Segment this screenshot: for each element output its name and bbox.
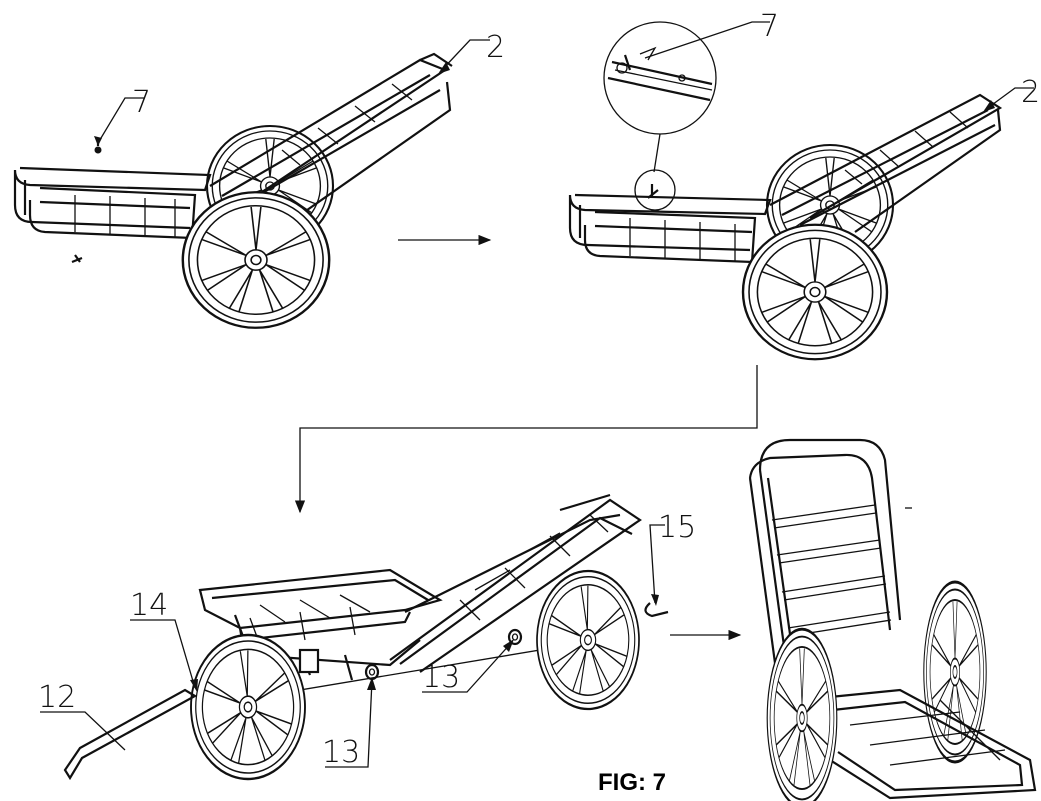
figure-caption: FIG: 7: [598, 769, 666, 796]
axle-rod: [63, 688, 198, 781]
svg-text:12: 12: [38, 680, 76, 715]
step4-cart-assembled: [748, 438, 1037, 801]
svg-text:2: 2: [486, 30, 505, 65]
latch-part: [71, 140, 102, 264]
callout-13-right: 13: [422, 639, 514, 695]
svg-text:13: 13: [322, 735, 360, 770]
lynch-pin: [644, 602, 669, 618]
step1-cart-folded: [13, 52, 453, 330]
callout-7-step1: 7: [94, 85, 151, 146]
svg-text:14: 14: [130, 588, 168, 623]
callout-15: 15: [649, 510, 696, 606]
detail-magnifier: [603, 21, 717, 211]
callout-2-step2: 2: [983, 75, 1040, 112]
callout-2-step1: 2: [438, 30, 505, 74]
svg-text:7: 7: [132, 85, 151, 120]
svg-text:15: 15: [658, 510, 696, 545]
step3-exploded-view: [63, 493, 669, 787]
callout-14: 14: [130, 588, 198, 692]
connector-step2-to-step3: [294, 365, 758, 514]
svg-text:7: 7: [760, 9, 779, 44]
svg-text:13: 13: [422, 660, 460, 695]
step2-cart-folded: [568, 93, 1003, 361]
callout-13-left: 13: [322, 677, 376, 770]
callout-12: 12: [38, 680, 126, 751]
washer-left: [364, 663, 380, 681]
callout-7-step2: 7: [644, 9, 779, 59]
washer-right: [507, 628, 523, 646]
svg-text:2: 2: [1021, 75, 1040, 110]
